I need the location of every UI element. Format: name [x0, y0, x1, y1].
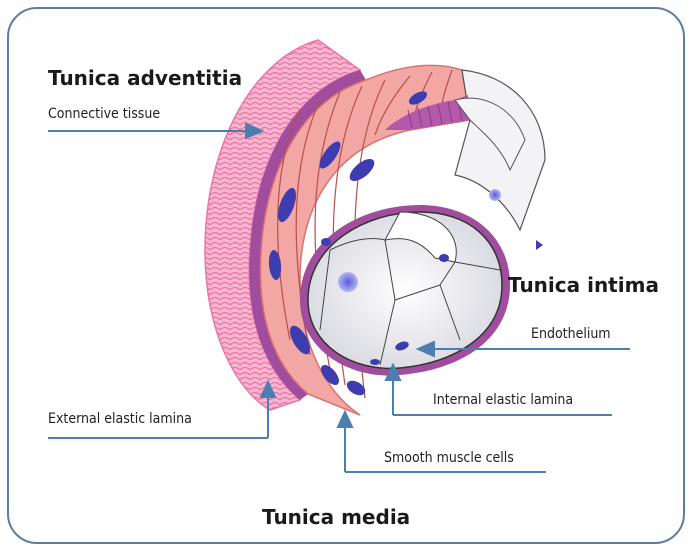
- internal-elastic-lamina-label: Internal elastic lamina: [433, 393, 573, 407]
- tunica-media-label: Tunica media: [262, 507, 410, 527]
- tunica-intima-label: Tunica intima: [508, 275, 659, 295]
- tunica-adventitia-label: Tunica adventitia: [48, 68, 242, 88]
- external-elastic-lamina-label: External elastic lamina: [48, 412, 192, 426]
- small-arrow-marker: [536, 240, 543, 250]
- connective-tissue-label: Connective tissue: [48, 107, 160, 121]
- surface-cell-nucleus: [489, 189, 501, 201]
- endothelium-label: Endothelium: [531, 327, 611, 341]
- endothelial-nucleus: [338, 272, 358, 292]
- smooth-muscle-cells-label: Smooth muscle cells: [384, 451, 514, 465]
